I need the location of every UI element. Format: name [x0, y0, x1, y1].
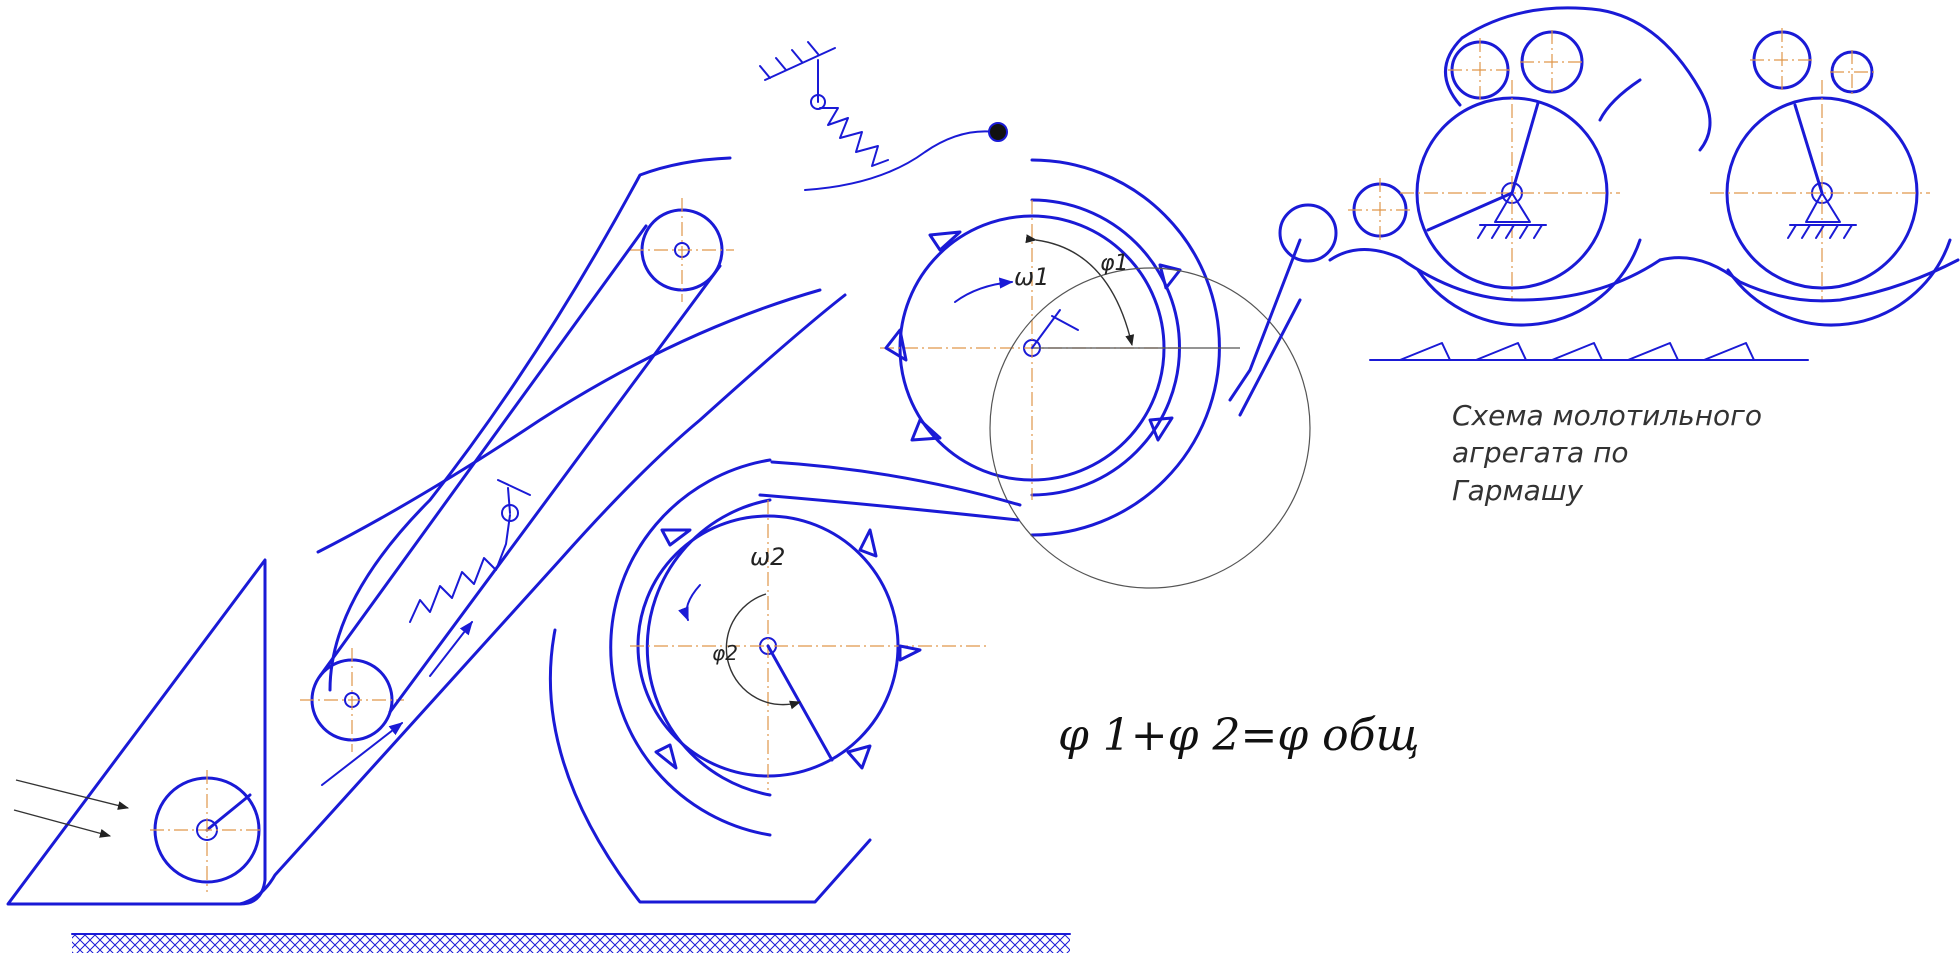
caption-line-3: Гармашу	[1452, 474, 1583, 507]
intake-arrows	[13, 779, 130, 838]
omega1-label: ω1	[1014, 263, 1049, 291]
drum2-concave	[609, 458, 1022, 837]
drum-1	[880, 200, 1311, 589]
formula-text: φ 1+φ 2=φ общ	[1058, 710, 1420, 761]
caption-line-1: Схема молотильного	[1452, 399, 1762, 432]
phi2-label: φ2	[712, 641, 738, 665]
feeder-housing	[6, 293, 847, 906]
caption-line-2: агрегата по	[1452, 436, 1629, 469]
ground-hatching	[71, 933, 1071, 953]
phi1-label: φ1	[1100, 251, 1129, 276]
feeder-cover	[316, 156, 822, 692]
top-spring	[759, 41, 1008, 191]
feeder-drum	[150, 770, 264, 892]
drum1-housing	[1228, 203, 1338, 417]
inclined-conveyor	[300, 198, 734, 786]
omega2-label: ω2	[750, 543, 785, 571]
drum-2	[630, 500, 990, 790]
drum2-housing	[548, 628, 872, 904]
conveyor-spring	[409, 479, 531, 623]
garmash-unit	[1328, 6, 1960, 361]
